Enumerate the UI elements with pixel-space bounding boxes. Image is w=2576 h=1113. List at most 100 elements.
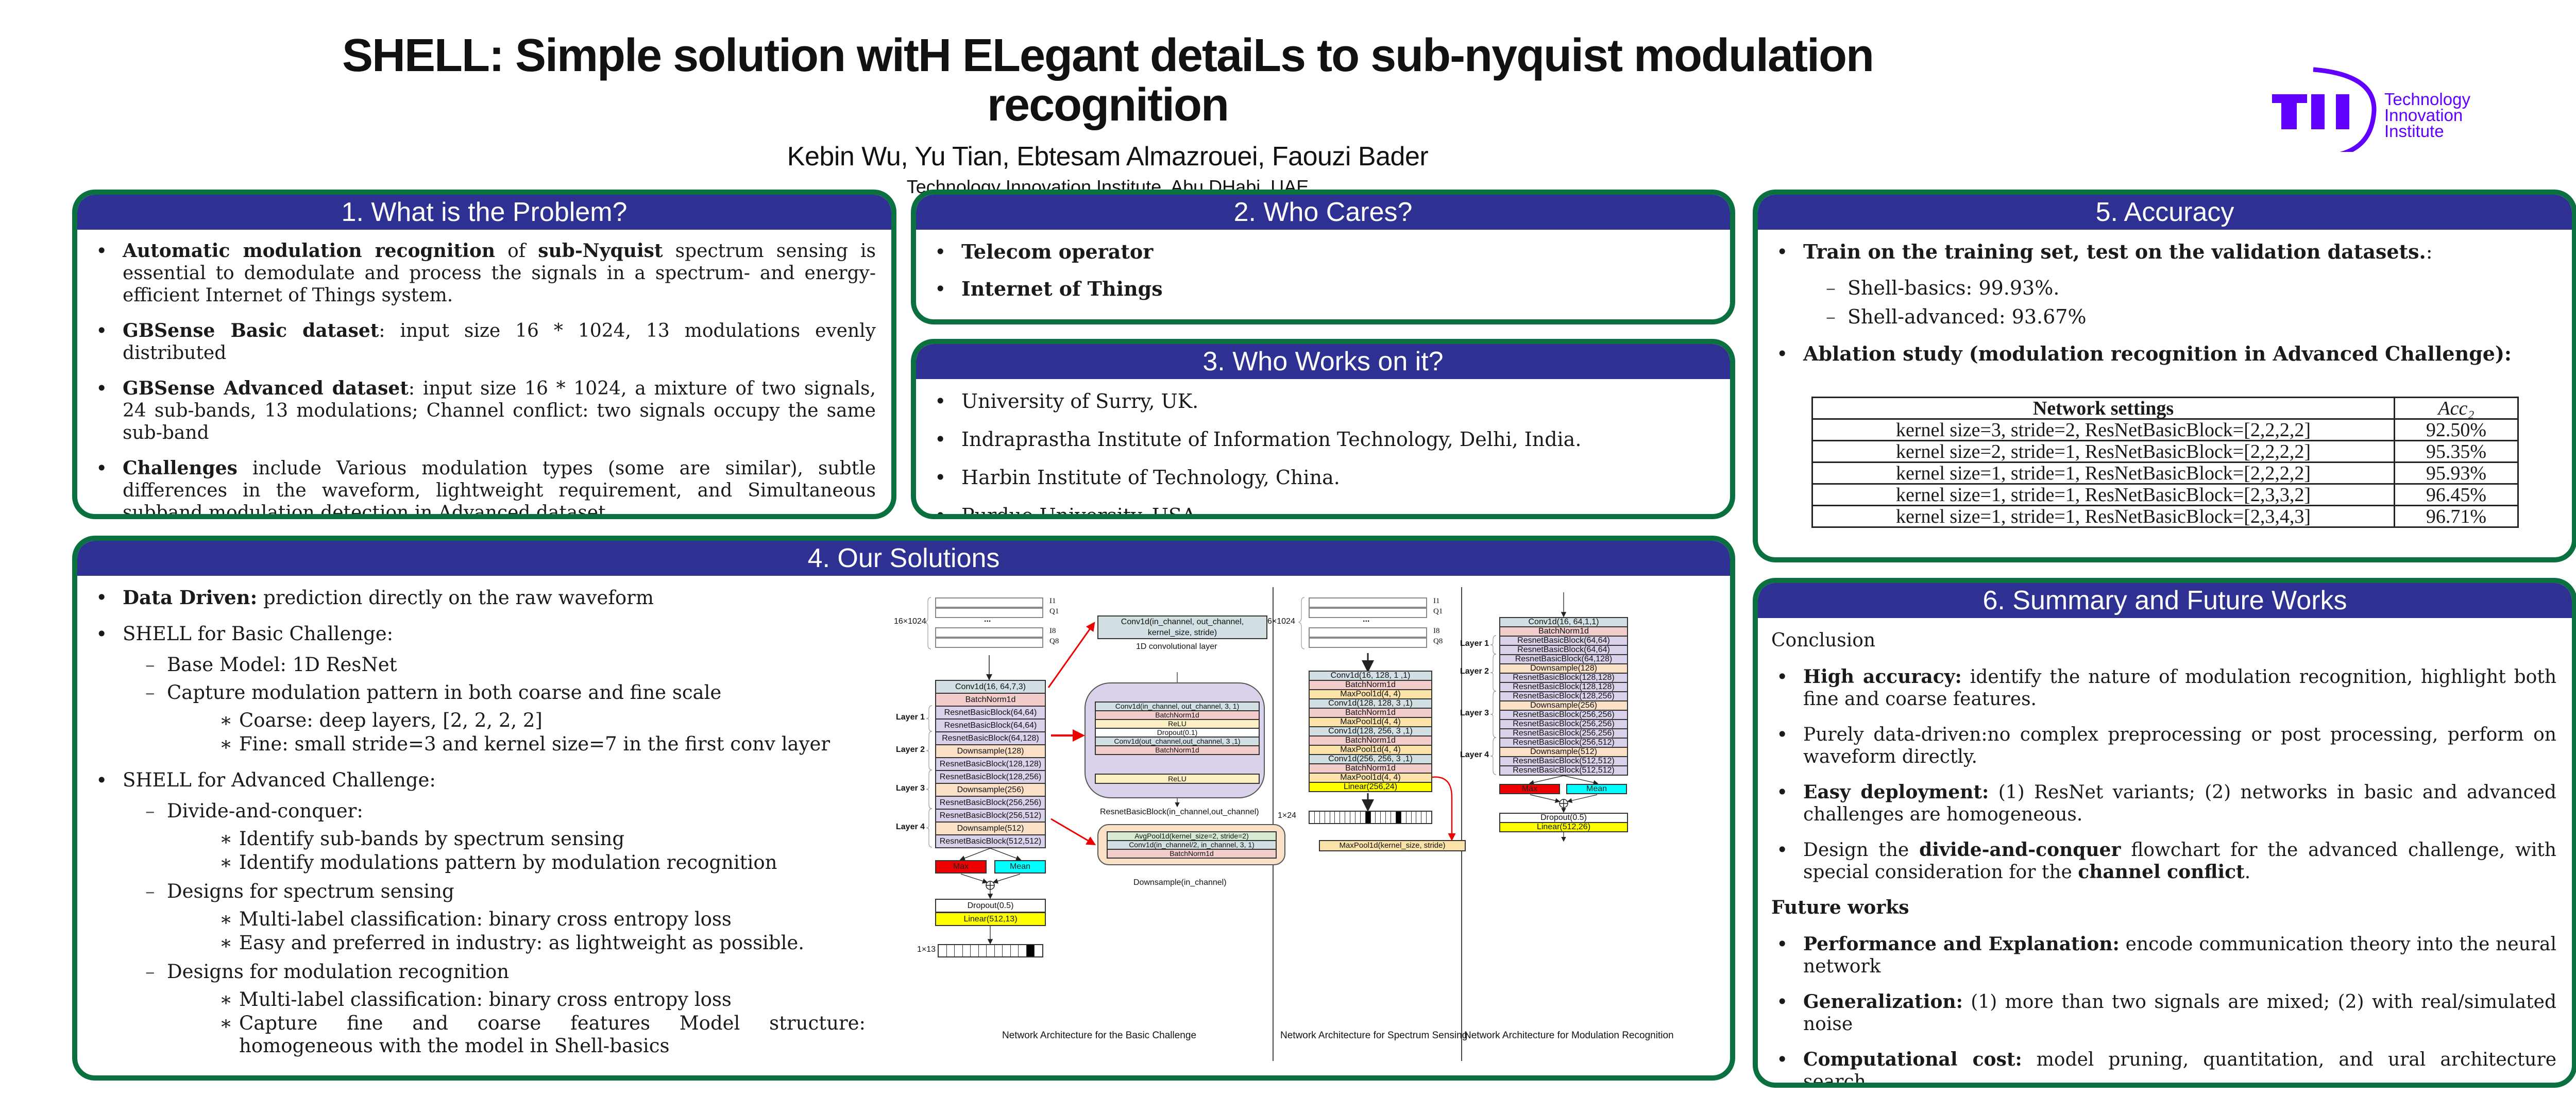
layer-block-res: ResnetBasicBlock(256,256): [1499, 719, 1628, 729]
logo-line-2: Innovation: [2384, 106, 2463, 125]
channel-label: Q8: [1049, 637, 1059, 645]
layer-block-pool: MaxPool1d(4, 4): [1309, 773, 1432, 783]
problem-item: GBSense Advanced dataset: input size 16 …: [92, 378, 876, 444]
text: spectrum sensing is essential to demodul…: [123, 241, 876, 306]
institution-item: Harbin Institute of Technology, China.: [930, 466, 1715, 489]
cell-network-settings: kernel size=2, stride=1, ResNetBasicBloc…: [1811, 440, 2395, 463]
layer-label: Layer 3: [896, 783, 925, 793]
dropout-block: Dropout(0.5): [935, 899, 1046, 913]
sub-sub-item: Multi-label classification: binary cross…: [167, 908, 866, 931]
layer-brace: [1490, 691, 1497, 738]
text: (1) more than two signals are mixed; (2)…: [1803, 991, 2556, 1035]
layer-block-bn: BatchNorm1d: [1499, 626, 1628, 637]
output-cell: [1330, 812, 1335, 823]
sub-item: Divide-and-conquer: Identify sub-bands b…: [123, 800, 866, 874]
bold-term: sub-Nyquist: [538, 240, 663, 262]
layer-block-bn: BatchNorm1d: [1309, 708, 1432, 718]
panel-title: 5. Accuracy: [1758, 195, 2572, 230]
header-network-settings: Network settings: [1811, 397, 2395, 420]
layer-block-down: Downsample(512): [1499, 747, 1628, 757]
i-channel-waveform: [1309, 597, 1427, 608]
maxpool-definition-block: MaxPool1d(kernel_size, stride): [1319, 840, 1466, 851]
text: Design the: [1803, 840, 1920, 861]
output-size-label: 1×13: [917, 945, 936, 954]
bold-term: GBSense Basic dataset: [123, 320, 379, 341]
layer-block-bn: BatchNorm1d: [1309, 680, 1432, 690]
layer-brace: [1490, 737, 1497, 775]
text: include Various modulation types (some a…: [123, 458, 876, 519]
cell-network-settings: kernel size=3, stride=2, ResNetBasicBloc…: [1811, 418, 2395, 441]
figure-caption: Network Architecture for the Basic Chall…: [1002, 1030, 1197, 1041]
input-brace: [1298, 597, 1305, 649]
output-cell: [1325, 812, 1330, 823]
future-item: Generalization: (1) more than two signal…: [1772, 991, 2556, 1035]
layer-block-conv: Conv1d(256, 256, 3 ,1): [1309, 754, 1432, 764]
i-channel-waveform: [935, 627, 1043, 638]
sub-sub-item: Identify modulations pattern by modulati…: [167, 851, 866, 874]
output-cell: [1386, 812, 1391, 823]
institution-item: University of Surry, UK.: [930, 389, 1715, 413]
text: Capture modulation pattern in both coars…: [167, 681, 722, 704]
bold-term: Ablation study (modulation recognition i…: [1803, 342, 2512, 365]
tii-logo: Technology Innovation Institute: [2262, 64, 2530, 157]
conv-def-line: kernel_size, stride): [1147, 628, 1217, 637]
linear-block: Linear(512,13): [935, 912, 1046, 926]
text: Designs for spectrum sensing: [167, 880, 454, 902]
future-works-heading: Future works: [1771, 897, 1909, 918]
layer-label: Layer 2: [1460, 667, 1489, 676]
red-pointer-arrow: [1432, 776, 1456, 841]
layer-label: Layer 1: [1460, 639, 1489, 648]
layer-block-bn: BatchNorm1d: [1309, 763, 1432, 774]
red-pointer-arrow: [1047, 622, 1095, 688]
sub-sub-item: Fine: small stride=3 and kernel size=7 i…: [167, 733, 866, 756]
layer-block-bn: BatchNorm1d: [1309, 735, 1432, 746]
solution-item: SHELL for Basic Challenge: Base Model: 1…: [92, 623, 866, 756]
output-cell: [1427, 812, 1431, 823]
output-cell: [1421, 812, 1427, 823]
max-pool-block: Max: [935, 860, 987, 874]
conclusion-heading: Conclusion: [1771, 630, 1876, 651]
channel-label: I8: [1433, 627, 1440, 635]
text: model pruning, quantitation, and ural ar…: [1803, 1049, 2557, 1088]
layer-block-res: ResnetBasicBlock(512,512): [1499, 756, 1628, 766]
logo-line-1: Technology: [2384, 90, 2470, 109]
dropout-block: Dropout(0.5): [1499, 813, 1628, 823]
channel-label: Q8: [1433, 637, 1443, 645]
layer-block-res: ResnetBasicBlock(128,128): [1499, 673, 1628, 683]
solution-item: Data Driven: prediction directly on the …: [92, 586, 866, 609]
future-item: Performance and Explanation: encode comm…: [1772, 933, 2556, 978]
layer-brace: [1490, 654, 1497, 692]
output-cell: [1026, 945, 1035, 956]
output-cell: [1335, 812, 1341, 823]
output-cell: [1355, 812, 1361, 823]
i-channel-waveform: [935, 597, 1043, 608]
input-size-label: 16×1024: [894, 617, 926, 626]
conclusion-item: Easy deployment: (1) ResNet variants; (2…: [1772, 781, 2556, 826]
bold-term: channel conflict: [2078, 861, 2245, 883]
layer-block-pool: MaxPool1d(4, 4): [1309, 717, 1432, 727]
bold-term: Telecom operator: [961, 240, 1154, 263]
conclusion-item: Design the divide-and-conquer flowchart …: [1772, 839, 2556, 883]
bold-term: Train on the training set, test on the v…: [1803, 240, 2426, 263]
resblock-layer-conv: Conv1d(in_channel, out_channel, 3, 1): [1095, 701, 1260, 711]
conv-def-line: Conv1d(in_channel, out_channel,: [1121, 618, 1244, 626]
layer-block-down: Downsample(256): [935, 783, 1046, 797]
output-cell: [1011, 945, 1019, 956]
conv-caption: 1D convolutional layer: [1136, 642, 1217, 651]
channel-label: I1: [1433, 597, 1440, 605]
bold-term: Generalization:: [1803, 991, 1963, 1013]
text: SHELL for Basic Challenge:: [123, 623, 394, 645]
cell-network-settings: kernel size=1, stride=1, ResNetBasicBloc…: [1811, 461, 2395, 485]
output-cell: [987, 945, 995, 956]
output-vector: [938, 944, 1043, 957]
accuracy-item: Train on the training set, test on the v…: [1772, 240, 2556, 329]
conv-definition-block: Conv1d(in_channel, out_channel, kernel_si…: [1097, 615, 1267, 639]
cell-accuracy: 95.35%: [2394, 440, 2519, 463]
sub-item: Designs for modulation recognition Multi…: [123, 961, 866, 1057]
mean-pool-block: Mean: [994, 860, 1046, 874]
output-cell: [1320, 812, 1325, 823]
cares-item: Telecom operator: [930, 240, 1715, 264]
bold-term: Data Driven:: [123, 586, 258, 609]
resblock-caption: ResnetBasicBlock(in_channel,out_channel): [1100, 808, 1259, 816]
result-basic: Shell-basics: 99.93%.: [1803, 276, 2556, 300]
